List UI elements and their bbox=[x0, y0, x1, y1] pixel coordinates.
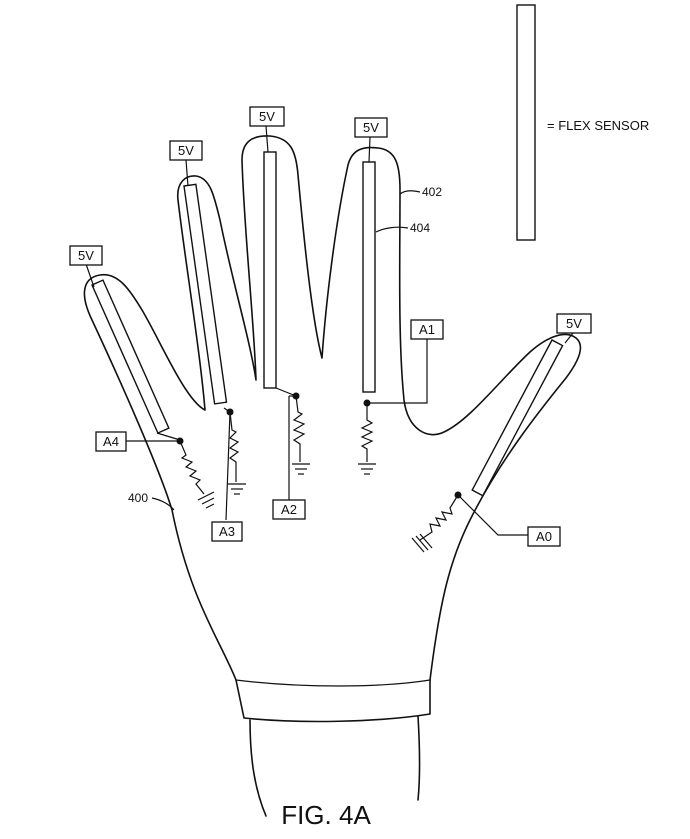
circuit-middle: A2 bbox=[272, 387, 310, 520]
ref-numeral-404: 404 bbox=[375, 221, 430, 235]
svg-text:5V: 5V bbox=[259, 109, 275, 124]
circuit-pinky: A4 bbox=[95, 431, 215, 509]
svg-text:A4: A4 bbox=[103, 434, 119, 449]
supply-pinky: 5V bbox=[69, 245, 103, 288]
legend-text: = FLEX SENSOR bbox=[547, 118, 649, 133]
svg-text:A3: A3 bbox=[219, 524, 235, 539]
svg-text:5V: 5V bbox=[566, 316, 582, 331]
supply-thumb: 5V bbox=[556, 313, 592, 344]
supply-middle: 5V bbox=[249, 106, 285, 153]
flex-sensor-thumb bbox=[471, 339, 564, 497]
supply-ring: 5V bbox=[169, 140, 203, 187]
legend-flex-sensor-symbol bbox=[516, 4, 536, 241]
svg-text:402: 402 bbox=[422, 185, 442, 199]
glove-cuff-top bbox=[235, 679, 431, 687]
svg-text:5V: 5V bbox=[178, 143, 194, 158]
flex-sensor-index bbox=[362, 161, 376, 393]
svg-text:A0: A0 bbox=[536, 529, 552, 544]
glove-outline bbox=[83, 135, 582, 681]
flex-sensor-pinky bbox=[91, 279, 170, 434]
svg-text:5V: 5V bbox=[78, 248, 94, 263]
circuit-thumb: A0 bbox=[411, 491, 561, 553]
svg-text:400: 400 bbox=[128, 491, 148, 505]
flex-sensor-ring bbox=[183, 183, 228, 405]
svg-text:404: 404 bbox=[410, 221, 430, 235]
svg-text:A2: A2 bbox=[281, 502, 297, 517]
ref-numeral-402: 402 bbox=[399, 185, 442, 199]
svg-text:5V: 5V bbox=[363, 120, 379, 135]
glove-sleeve bbox=[249, 715, 421, 817]
circuit-ring: A3 bbox=[211, 407, 246, 542]
ref-numeral-400: 400 bbox=[128, 491, 175, 511]
flex-sensor-middle bbox=[263, 151, 277, 389]
glove-cuff bbox=[235, 679, 431, 723]
figure-caption: FIG. 4A bbox=[281, 800, 371, 830]
supply-index: 5V bbox=[354, 117, 388, 163]
svg-text:A1: A1 bbox=[419, 322, 435, 337]
circuit-index: A1 bbox=[358, 319, 444, 475]
